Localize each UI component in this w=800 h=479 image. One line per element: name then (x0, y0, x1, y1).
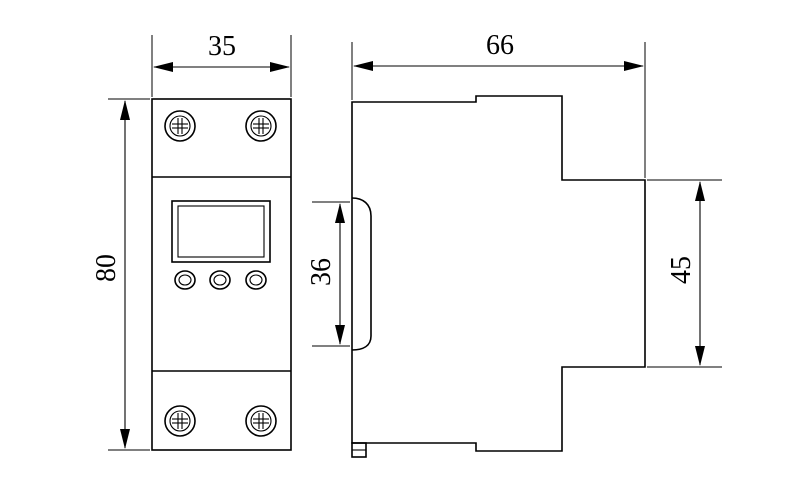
screw-terminal-top-right (245, 110, 277, 142)
dimension-rail-width: 36 (306, 201, 350, 347)
display-window-inner (177, 205, 265, 258)
screw-terminal-top-left (164, 110, 196, 142)
control-button-right (245, 270, 267, 290)
control-button-left (174, 270, 196, 290)
side-depth-label: 66 (486, 30, 514, 61)
screw-terminal-bottom-left (164, 405, 196, 437)
dimension-body-height: 45 (647, 179, 722, 368)
din-rail-clip (351, 197, 372, 351)
dimension-front-height: 80 (91, 98, 150, 451)
dimension-side-depth: 66 (351, 30, 646, 178)
front-body-outline (151, 98, 292, 451)
front-view (151, 98, 292, 451)
side-view (351, 95, 646, 458)
front-width-label: 35 (208, 31, 236, 62)
front-height-label: 80 (91, 254, 122, 282)
dimension-front-width: 35 (151, 31, 292, 97)
display-window-outer (171, 200, 271, 263)
control-button-middle (209, 270, 231, 290)
side-body-outline (351, 95, 646, 452)
screw-terminal-bottom-right (245, 405, 277, 437)
body-height-label: 45 (666, 256, 697, 284)
rail-width-label: 36 (306, 258, 337, 286)
